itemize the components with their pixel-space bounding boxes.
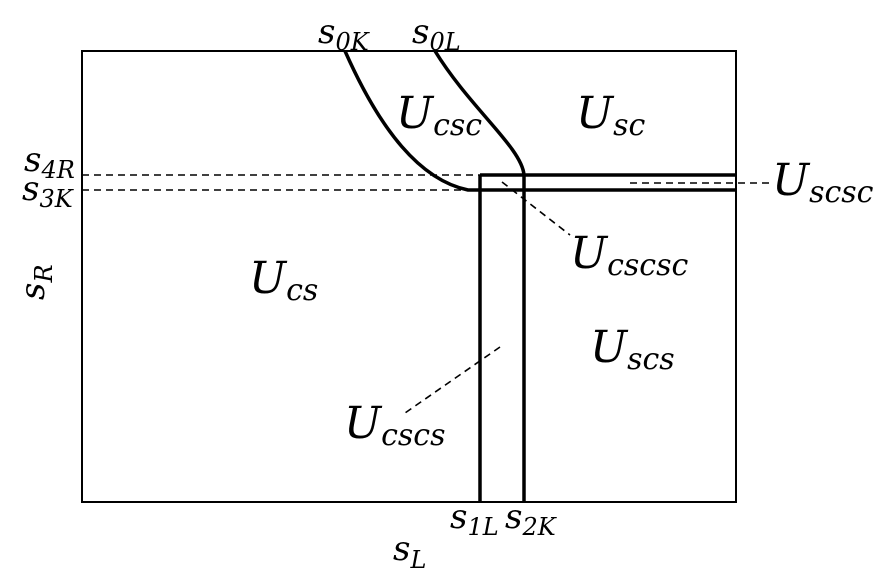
region-u-cs: Ucs [249,253,318,308]
region-u-scsc: Uscsc [772,155,874,210]
curve-s0k [343,50,480,192]
u-cscs-leader [404,346,501,414]
tick-s4r: s4R [24,140,75,184]
tick-s2k: s2K [505,497,558,541]
tick-s0k: s0K [318,12,371,56]
tick-s0l: s0L [412,12,461,56]
tick-s3k: s3K [22,169,75,213]
region-u-sc: Usc [576,88,645,143]
x-axis-label: sL [393,529,426,574]
region-u-cscsc: Ucscsc [570,228,688,283]
curve-s0l [433,50,526,176]
region-u-cscs: Ucscs [344,398,446,453]
y-axis-label: sR [13,264,58,300]
region-u-csc: Ucsc [396,88,482,143]
region-u-scs: Uscs [590,322,675,377]
tick-s1l: s1L [450,497,499,541]
diagram-frame [81,50,737,503]
